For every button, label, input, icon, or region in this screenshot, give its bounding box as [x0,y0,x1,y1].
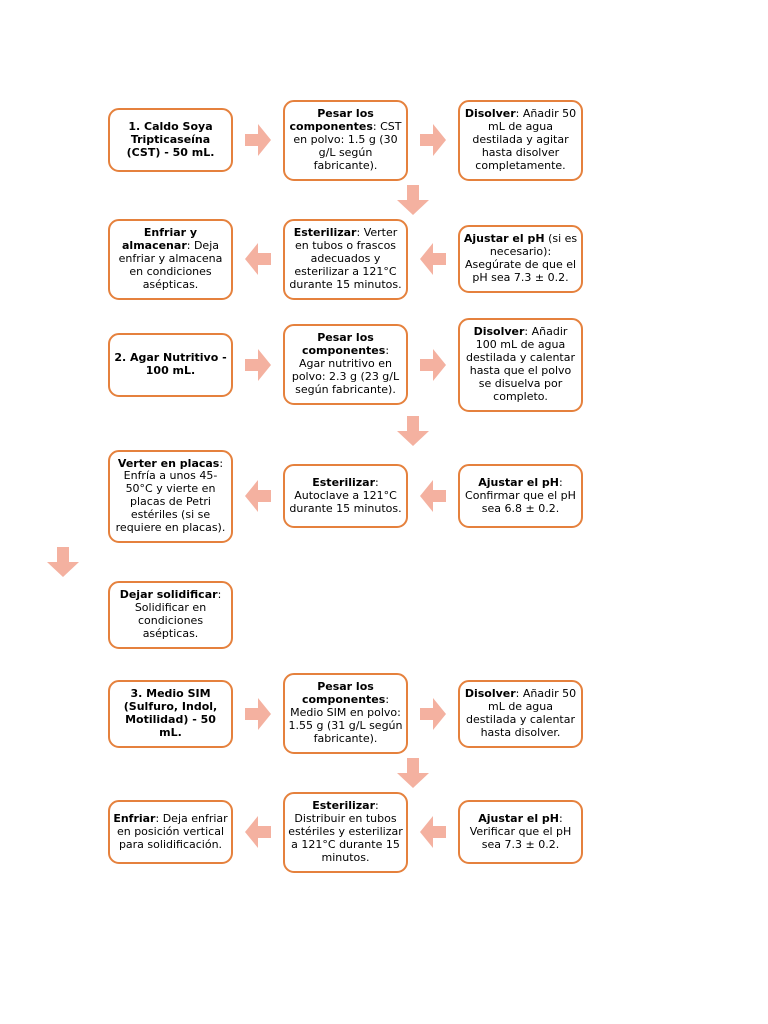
step-title: 2. Agar Nutritivo - 100 mL. [114,350,227,377]
step-title: Pesar los componentes [301,331,386,358]
arrow-right-icon [420,348,446,381]
arrow-left-icon [420,816,446,849]
step-text: : Deja enfriar y almacena en condiciones… [118,238,223,291]
arrow-left-icon [420,480,446,513]
arrow-right-icon [245,124,271,157]
step-text: : Confirmar que el pH sea 6.8 ± 0.2. [465,475,576,515]
step-text: : Añadir 50 mL de agua destilada y calen… [465,686,577,739]
step-title: Pesar los componentes [301,680,386,707]
step-text: : Solidificar en condiciones asépticas. [134,588,222,641]
step-text: : Verter en tubos o frascos adecuados y … [289,225,402,291]
step-box-agar-pesar: Pesar los componentes: Agar nutritivo en… [283,324,408,406]
arrow-down-icon [46,547,79,578]
step-box-cst-esterilizar: Esterilizar: Verter en tubos o frascos a… [283,218,408,300]
arrow-left-icon [245,816,271,849]
step-title: Disolver [464,686,516,700]
agar-solidify-row: Dejar solidificar: Solidificar en condic… [108,581,583,650]
step-title: 1. Caldo Soya Tripticaseína (CST) - 50 m… [126,119,215,159]
step-title: Enfriar y almacenar [122,225,198,252]
step-title: Esterilizar [312,475,376,489]
arrow-down-icon [396,415,429,446]
agar-solidify-connector-row [0,547,475,578]
arrow-right-icon [245,348,271,381]
step-title: Ajustar el pH [463,232,545,246]
step-title: Ajustar el pH [478,475,560,489]
arrow-left-icon [245,480,271,513]
arrow-down-icon [396,184,429,215]
step-box-agar-esterilizar: Esterilizar: Autoclave a 121°C durante 1… [283,464,408,529]
step-text: : Enfría a unos 45-50°C y vierte en plac… [115,456,226,535]
step-title: Disolver [473,324,525,338]
step-text: : Añadir 100 mL de agua destilada y cale… [465,324,576,403]
arrow-right-icon [420,124,446,157]
step-text: : Añadir 50 mL de agua destilada y agita… [472,107,577,172]
arrow-down-icon [396,758,429,789]
arrow-right-icon [245,697,271,730]
arrow-right-icon [420,697,446,730]
sim-forward-row: 3. Medio SIM (Sulfuro, Indol, Motilidad)… [108,673,583,755]
step-text: : Distribuir en tubos estériles y esteri… [288,799,403,864]
step-box-sim-medium: 3. Medio SIM (Sulfuro, Indol, Motilidad)… [108,679,233,748]
step-title: Pesar los componentes [289,107,374,133]
step-box-cst-enfriar-almacenar: Enfriar y almacenar: Deja enfriar y alma… [108,218,233,300]
step-title: Dejar solidificar [119,588,218,602]
sim-connector-row [0,758,475,789]
step-title: Esterilizar [293,225,357,239]
step-title: Disolver [464,107,516,120]
step-title: Verter en placas [117,456,220,470]
step-box-sim-esterilizar: Esterilizar: Distribuir en tubos estéril… [283,792,408,873]
step-box-cst-ajustar-ph: Ajustar el pH (si es necesario): Asegúra… [458,225,583,294]
arrow-left-icon [420,243,446,276]
step-box-agar-verter-placas: Verter en placas: Enfría a unos 45-50°C … [108,449,233,544]
step-box-agar-disolver: Disolver: Añadir 100 mL de agua destilad… [458,317,583,412]
step-title: Enfriar [113,812,156,825]
step-text: : Deja enfriar en posición vertical para… [116,812,228,851]
step-box-sim-pesar: Pesar los componentes: Medio SIM en polv… [283,673,408,755]
agar-connector-row [0,415,475,446]
step-box-agar-dejar-solidificar: Dejar solidificar: Solidificar en condic… [108,581,233,650]
step-title: Esterilizar [312,799,376,813]
step-text: : Verificar que el pH sea 7.3 ± 0.2. [469,812,572,851]
step-box-sim-enfriar: Enfriar: Deja enfriar en posición vertic… [108,800,233,865]
agar-forward-row: 2. Agar Nutritivo - 100 mL. Pesar los co… [108,317,583,412]
step-box-sim-disolver: Disolver: Añadir 50 mL de agua destilada… [458,679,583,748]
step-text: : Autoclave a 121°C durante 15 minutos. [289,475,402,515]
sim-backward-row: Enfriar: Deja enfriar en posición vertic… [108,792,583,873]
step-text: : Medio SIM en polvo: 1.55 g (31 g/L seg… [288,693,403,746]
arrow-left-icon [245,243,271,276]
step-title: Ajustar el pH [478,812,560,825]
step-text: : CST en polvo: 1.5 g (30 g/L según fabr… [293,119,402,172]
cst-forward-row: 1. Caldo Soya Tripticaseína (CST) - 50 m… [108,100,583,181]
cst-backward-row: Enfriar y almacenar: Deja enfriar y alma… [108,218,583,300]
step-box-agar-ajustar-ph: Ajustar el pH: Confirmar que el pH sea 6… [458,464,583,529]
step-title: 3. Medio SIM (Sulfuro, Indol, Motilidad)… [123,686,218,739]
step-box-agar-medium: 2. Agar Nutritivo - 100 mL. [108,332,233,397]
step-box-cst-pesar: Pesar los componentes: CST en polvo: 1.5… [283,100,408,181]
step-box-sim-ajustar-ph: Ajustar el pH: Verificar que el pH sea 7… [458,800,583,865]
step-box-cst-disolver: Disolver: Añadir 50 mL de agua destilada… [458,100,583,181]
cst-connector-row [0,184,475,215]
step-box-cst-medium: 1. Caldo Soya Tripticaseína (CST) - 50 m… [108,108,233,173]
agar-backward-row: Verter en placas: Enfría a unos 45-50°C … [108,449,583,544]
step-text: (si es necesario): Asegúrate de que el p… [464,232,578,285]
step-text: : Agar nutritivo en polvo: 2.3 g (23 g/L… [291,344,400,397]
